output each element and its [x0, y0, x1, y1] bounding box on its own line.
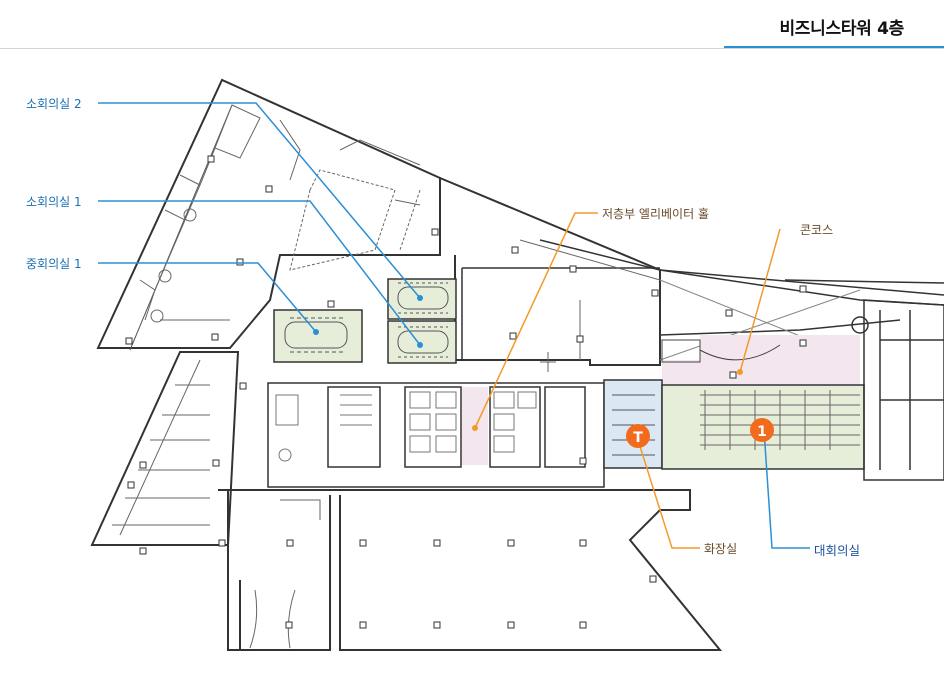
north-wing-outline [96, 78, 441, 349]
label-concourse: 콘코스 [800, 223, 834, 237]
restroom-badge-label: T [633, 430, 643, 446]
label-low-elevator-hall: 저층부 엘리베이터 홀 [602, 207, 709, 221]
label-restroom: 화장실 [704, 542, 738, 556]
large-room-badge-label: 1 [757, 424, 767, 440]
large-room-badge [750, 418, 774, 442]
header-accent-line [724, 46, 944, 48]
section-markers [125, 155, 807, 629]
label-small-room-2: 소회의실 2 [26, 97, 82, 111]
label-small-room-1: 소회의실 1 [26, 195, 82, 209]
label-large-room: 대회의실 [814, 543, 861, 558]
small-room-1 [387, 320, 457, 364]
label-medium-room-1: 중회의실 1 [26, 257, 82, 271]
west-wing-outline [90, 351, 240, 546]
blue-leader-dots [313, 295, 423, 348]
orange-leaders [474, 212, 781, 549]
header-divider [0, 48, 944, 49]
concourse-highlight [662, 335, 860, 385]
restroom-badge [626, 424, 650, 448]
blue-leaders [98, 102, 810, 549]
page-title: 비즈니스타워 4층 [779, 19, 904, 39]
